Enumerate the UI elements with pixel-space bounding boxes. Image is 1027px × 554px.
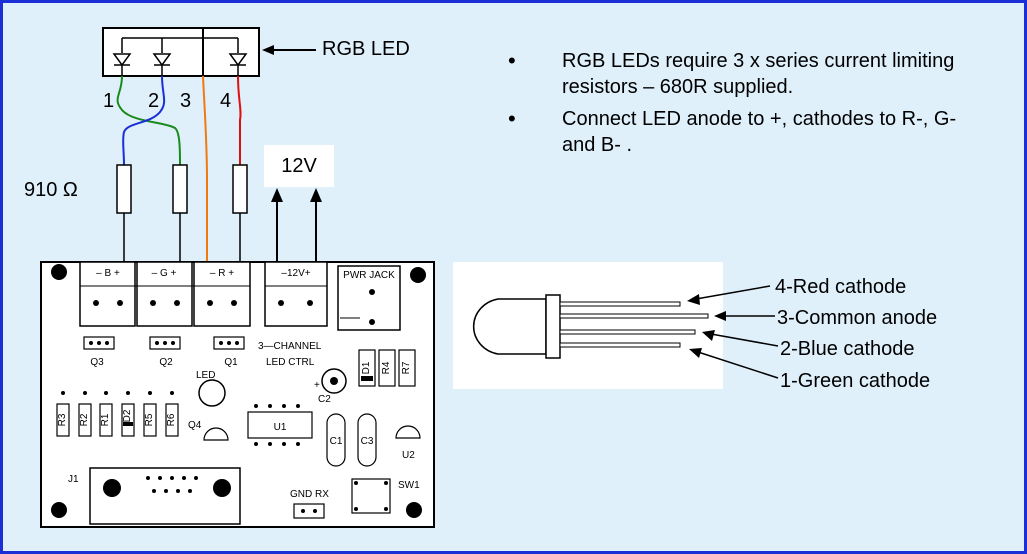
notes-list: RGB LEDs require 3 x series current limi… (508, 48, 978, 164)
rgb-led-arrow (262, 45, 316, 55)
rgb-led-label: RGB LED (322, 38, 410, 60)
terminal-12v-label: –12V+ (281, 268, 310, 279)
supply-arrows (271, 188, 322, 262)
pcb-title-line1: 3—CHANNEL (258, 341, 322, 352)
pcb-board: – B + – G + – R + –12V+ PWR JACK Q3 Q2 Q… (40, 261, 435, 528)
c2-label: C2 (318, 394, 331, 405)
red-wire (237, 75, 242, 165)
blue-wire (122, 75, 166, 166)
c3-label: C3 (361, 436, 374, 447)
pwr-jack-label: PWR JACK (343, 270, 395, 281)
q4-label: Q4 (188, 420, 202, 431)
r5-label: R5 (144, 413, 155, 426)
left-resistor-row: R3 R2 R1 D2 R5 R6 (56, 391, 179, 437)
q3-label: Q3 (90, 357, 104, 368)
c1-label: C1 (330, 436, 343, 447)
pin-label-common-anode: 3-Common anode (777, 307, 937, 329)
pin-number-labels: 1 2 3 4 (103, 90, 231, 112)
pin-label-green-cathode: 1-Green cathode (780, 370, 930, 392)
pin-label-blue-cathode: 2-Blue cathode (780, 338, 915, 360)
resistors (116, 164, 248, 262)
r6-label: R6 (166, 413, 177, 426)
r3-label: R3 (57, 413, 68, 426)
j1-label: J1 (68, 474, 79, 485)
supply-voltage-label: 12V (264, 145, 334, 187)
green-wire (116, 75, 181, 166)
r4-label: R4 (381, 361, 392, 374)
terminal-r-label: – R + (210, 268, 234, 279)
d2-label: D2 (122, 409, 133, 422)
orange-wire (202, 75, 208, 262)
pin-number-3: 3 (180, 90, 191, 112)
pin-number-2: 2 (148, 90, 159, 112)
note-resistors: RGB LEDs require 3 x series current limi… (508, 48, 978, 100)
r2-label: R2 (79, 413, 90, 426)
c2-plus-label: + (314, 380, 320, 391)
q2-label: Q2 (159, 357, 173, 368)
u1-label: U1 (274, 422, 287, 433)
pcb-title-line2: LED CTRL (266, 357, 315, 368)
led-silk-label: LED (196, 370, 215, 381)
rgb-led-symbol (102, 27, 260, 77)
r7-label: R7 (401, 361, 412, 374)
pin-number-4: 4 (220, 90, 231, 112)
q1-label: Q1 (224, 357, 238, 368)
resistor-value-label: 910 Ω (24, 179, 78, 201)
terminal-g-label: – G + (152, 268, 177, 279)
sw1-label: SW1 (398, 480, 420, 491)
pin-number-1: 1 (103, 90, 114, 112)
terminal-b-label: – B + (96, 268, 120, 279)
r1-label: R1 (100, 413, 111, 426)
note-connections: Connect LED anode to +, cathodes to R-, … (508, 106, 978, 158)
pin-label-red-cathode: 4-Red cathode (775, 276, 906, 298)
d1-label: D1 (361, 361, 372, 374)
gnd-rx-label: GND RX (290, 489, 329, 500)
led-pinout-diagram: 4-Red cathode 3-Common anode 2-Blue cath… (453, 262, 937, 392)
u2-label: U2 (402, 450, 415, 461)
